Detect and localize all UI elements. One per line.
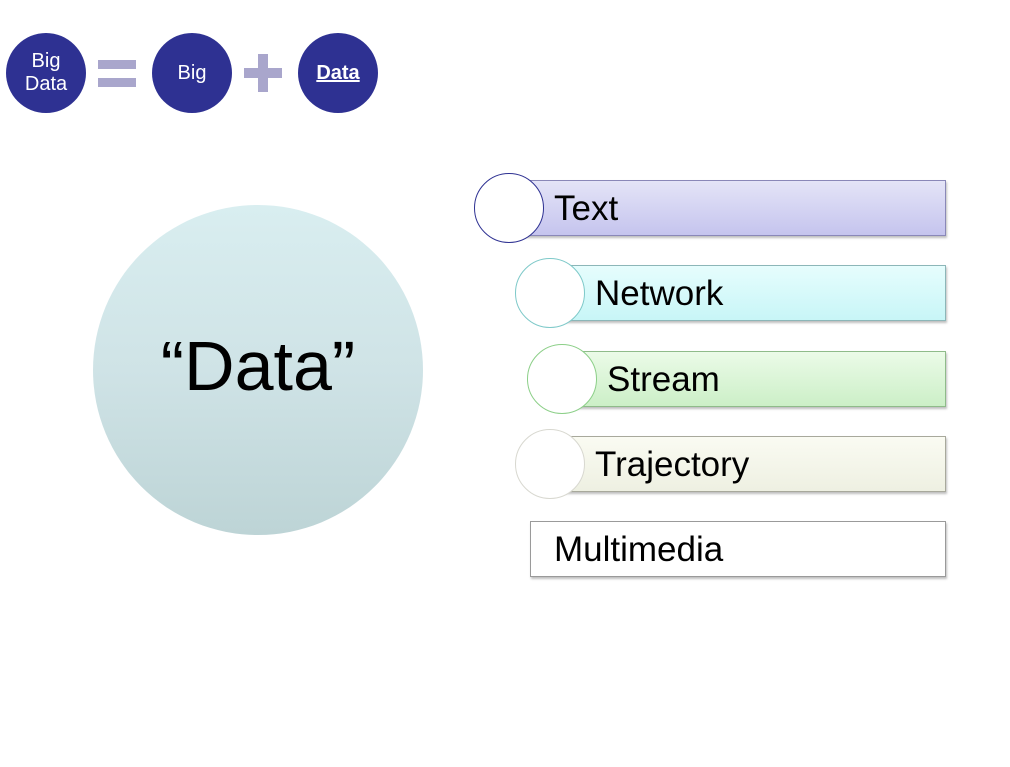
big-data-circle: Big Data <box>6 33 86 113</box>
data-circle-label: “Data” <box>160 327 356 405</box>
data-link-circle[interactable]: Data <box>298 33 378 113</box>
equals-icon <box>98 60 136 87</box>
bullet-circle-icon <box>527 344 597 414</box>
data-link-label[interactable]: Data <box>316 61 360 84</box>
bullet-circle-icon <box>474 173 544 243</box>
plus-icon <box>244 54 282 92</box>
bullet-circle-icon <box>515 258 585 328</box>
data-type-multimedia: Multimedia <box>530 521 946 577</box>
big-label: Big <box>177 61 207 84</box>
data-circle: “Data” <box>93 205 423 535</box>
data-type-stream: Stream <box>562 351 946 407</box>
data-type-label: Multimedia <box>554 530 724 569</box>
data-type-label: Network <box>595 274 724 313</box>
data-type-label: Text <box>554 189 619 228</box>
data-type-trajectory: Trajectory <box>550 436 946 492</box>
data-type-label: Stream <box>607 360 720 399</box>
big-data-label: Big Data <box>24 50 68 95</box>
bullet-circle-icon <box>515 429 585 499</box>
data-type-text: Text <box>510 180 946 236</box>
data-type-network: Network <box>550 265 946 321</box>
big-circle: Big <box>152 33 232 113</box>
data-type-label: Trajectory <box>595 445 750 484</box>
